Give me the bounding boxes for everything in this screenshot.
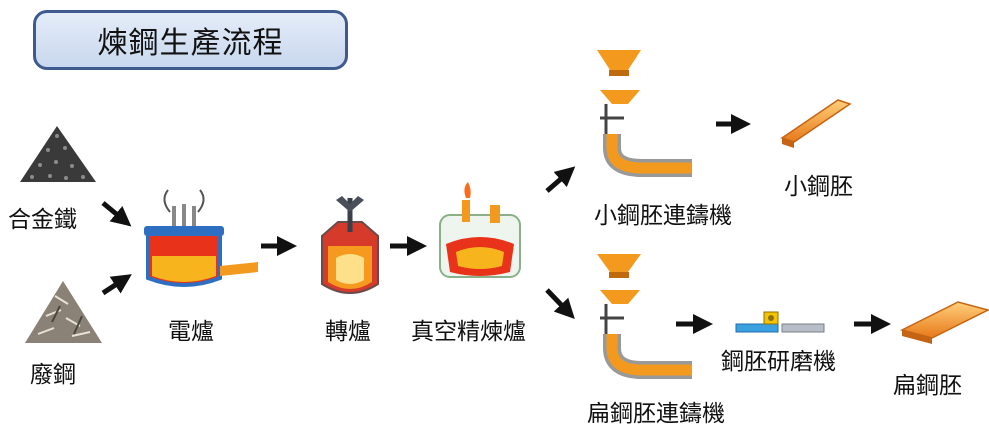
slab-icon	[899, 301, 989, 344]
label-billet: 小鋼胚	[784, 174, 853, 200]
electric-furnace-icon	[144, 189, 258, 287]
arrow-scrap-to-furnace	[101, 274, 132, 296]
label-vacuum-refining: 真空精煉爐	[411, 319, 526, 345]
arrow-alloy-to-furnace	[101, 201, 132, 227]
slab-continuous-caster-icon	[597, 254, 692, 379]
label-alloy-iron: 合金鐵	[8, 207, 77, 233]
vacuum-refining-furnace-icon	[439, 182, 521, 278]
alloy-iron-pile-icon	[20, 126, 96, 182]
billet-bar-icon	[780, 99, 852, 148]
label-slab-caster: 扁鋼胚連鑄機	[587, 401, 725, 427]
label-converter: 轉爐	[325, 319, 371, 345]
label-slab-grinder: 鋼胚研磨機	[721, 349, 836, 375]
arrow-vacuum-to-slab-caster	[545, 288, 575, 320]
label-scrap-steel: 廢鋼	[30, 362, 76, 388]
label-electric-furnace: 電爐	[168, 319, 214, 345]
arrow-vacuum-to-billet-caster	[545, 166, 576, 193]
label-slab: 扁鋼胚	[893, 373, 962, 399]
scrap-steel-pile-icon	[25, 281, 102, 343]
slab-grinder-icon	[735, 311, 825, 333]
converter-icon	[321, 196, 379, 294]
billet-continuous-caster-icon	[597, 50, 692, 177]
diagram-title: 煉鋼生產流程	[33, 10, 348, 70]
label-billet-caster: 小鋼胚連鑄機	[594, 203, 732, 229]
